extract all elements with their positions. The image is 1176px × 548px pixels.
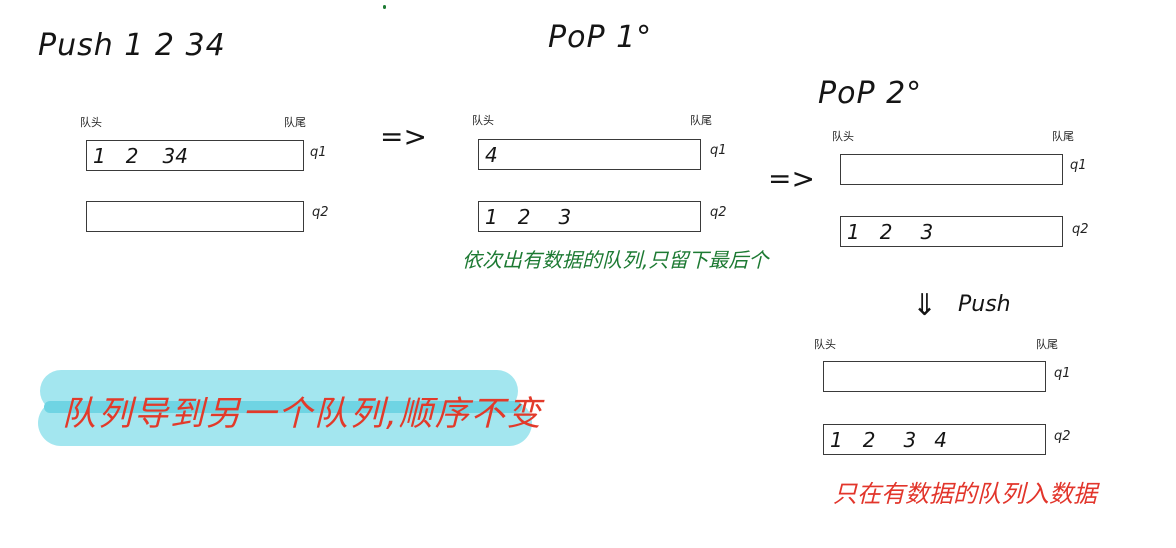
queue-tail-label: 队尾 xyxy=(1052,130,1074,143)
arrow-right-icon: => xyxy=(768,162,815,195)
queue-element: 2 xyxy=(879,219,893,244)
queue-element: 1 xyxy=(847,219,860,244)
arrow-right-icon: => xyxy=(380,120,427,153)
stage1-title: Push 1 2 34 xyxy=(38,28,226,63)
queue-head-label: 队头 xyxy=(80,116,102,129)
queue-q1: 1 2 3 4 xyxy=(86,140,304,171)
queue-head-label: 队头 xyxy=(832,130,854,143)
queue-head-label: 队头 xyxy=(472,114,494,127)
push-label: Push xyxy=(958,292,1011,317)
queue-q2-label: q2 xyxy=(312,205,329,220)
queue-element: 2 xyxy=(862,427,876,452)
queue-q1-label: q1 xyxy=(1070,158,1087,173)
stray-ink-dot xyxy=(383,5,386,9)
summary-text: 队列导到另一个队列,顺序不变 xyxy=(62,394,543,434)
queue-q1 xyxy=(823,361,1046,392)
queue-element: 2 xyxy=(125,143,139,168)
pop-note: 依次出有数据的队列,只留下最后个 xyxy=(462,248,769,272)
queue-q2 xyxy=(86,201,304,232)
stage3-title: PoP 2° xyxy=(818,76,923,111)
queue-element: 4 xyxy=(485,142,498,167)
queue-element: 3 xyxy=(162,143,176,168)
queue-q1-label: q1 xyxy=(1054,366,1071,381)
queue-element: 4 xyxy=(175,143,188,168)
queue-q1-label: q1 xyxy=(710,143,727,158)
queue-q2-label: q2 xyxy=(710,205,727,220)
queue-element: 1 xyxy=(830,427,843,452)
queue-tail-label: 队尾 xyxy=(284,116,306,129)
queue-q2: 1 2 3 xyxy=(840,216,1063,247)
queue-element: 1 xyxy=(93,143,106,168)
queue-q2-label: q2 xyxy=(1072,222,1089,237)
queue-q1-label: q1 xyxy=(310,145,327,160)
queue-element: 3 xyxy=(920,219,934,244)
queue-element: 3 xyxy=(903,427,917,452)
queue-q2: 1 2 3 xyxy=(478,201,701,232)
queue-q2: 1 2 3 4 xyxy=(823,424,1046,455)
queue-q1 xyxy=(840,154,1063,185)
arrow-down-icon: ⇓ xyxy=(912,288,938,323)
queue-q2-label: q2 xyxy=(1054,429,1071,444)
queue-element: 1 xyxy=(485,204,498,229)
queue-tail-label: 队尾 xyxy=(690,114,712,127)
push-note: 只在有数据的队列入数据 xyxy=(833,480,1097,508)
stage2-title: PoP 1° xyxy=(548,20,653,55)
queue-element: 2 xyxy=(517,204,531,229)
queue-q1: 4 xyxy=(478,139,701,170)
highlight-overlap xyxy=(44,401,522,413)
queue-element: 3 xyxy=(558,204,572,229)
queue-head-label: 队头 xyxy=(814,338,836,351)
queue-tail-label: 队尾 xyxy=(1036,338,1058,351)
queue-element: 4 xyxy=(934,427,947,452)
